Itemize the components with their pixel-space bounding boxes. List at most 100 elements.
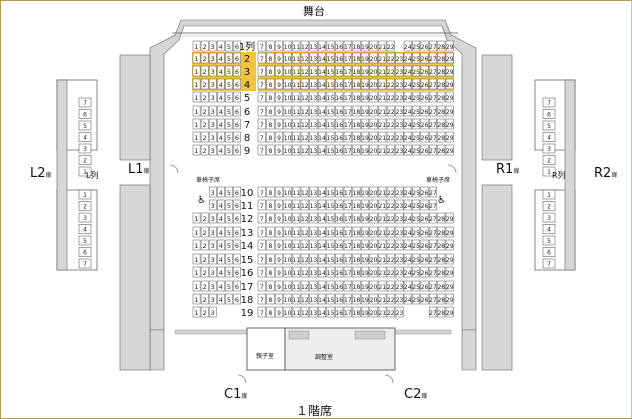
seat-number: 12 bbox=[301, 44, 309, 51]
hall-wall bbox=[149, 19, 477, 331]
seat-number: 3 bbox=[211, 94, 215, 102]
seat-row19 bbox=[445, 306, 454, 318]
seat-row14 bbox=[257, 239, 266, 251]
seat-row15 bbox=[233, 253, 241, 265]
seat-number: 24 bbox=[404, 243, 412, 250]
seat-row5 bbox=[192, 91, 201, 103]
seat-number: 18 bbox=[353, 95, 361, 102]
seat-number: 11 bbox=[292, 216, 300, 223]
seat-row6 bbox=[225, 105, 233, 117]
seat-number: 26 bbox=[421, 44, 429, 51]
seat-row12 bbox=[274, 212, 284, 224]
seat-number: 24 bbox=[404, 56, 412, 63]
seat-row10 bbox=[309, 186, 318, 198]
seat-number: 28 bbox=[437, 135, 445, 142]
seat-number: 25 bbox=[412, 95, 420, 102]
seat-row4 bbox=[335, 78, 344, 90]
seat-row18 bbox=[437, 293, 446, 305]
row-label-9: 9 bbox=[244, 146, 250, 157]
seat-row9 bbox=[300, 144, 309, 156]
seat-row3 bbox=[200, 65, 209, 77]
seat-row12 bbox=[412, 212, 421, 224]
seat-row16 bbox=[233, 266, 241, 278]
seat-number: 26 bbox=[421, 284, 429, 291]
seat-row2 bbox=[343, 52, 352, 64]
seat-number: 4 bbox=[219, 43, 223, 51]
seat-number: 16 bbox=[335, 203, 343, 210]
seat-row14 bbox=[352, 239, 361, 251]
row-label-14: 14 bbox=[241, 241, 254, 252]
seat-row3 bbox=[233, 65, 241, 77]
seat-row11 bbox=[225, 199, 233, 211]
seat-number: 7 bbox=[260, 109, 264, 116]
seat-number: 1 bbox=[194, 215, 198, 223]
seat-row9 bbox=[257, 144, 266, 156]
seat-number: 7 bbox=[260, 122, 264, 129]
seat-number: 8 bbox=[268, 190, 272, 197]
seat-row7 bbox=[217, 118, 225, 130]
seat-number: 3 bbox=[211, 283, 215, 291]
l-box-seat-number: 7 bbox=[83, 100, 87, 107]
seat-row15 bbox=[266, 253, 275, 265]
seat-row11 bbox=[292, 199, 301, 211]
seat-row7 bbox=[309, 118, 318, 130]
seat-row4 bbox=[412, 78, 421, 90]
seat-number: 10 bbox=[284, 257, 292, 264]
seat-number: 29 bbox=[446, 82, 454, 89]
seat-row6 bbox=[395, 105, 404, 117]
seat-row7 bbox=[437, 118, 446, 130]
seat-row13 bbox=[403, 226, 412, 238]
seat-row3 bbox=[369, 65, 378, 77]
door-swing bbox=[447, 164, 457, 174]
seat-row3 bbox=[378, 65, 387, 77]
seat-number: 19 bbox=[361, 95, 369, 102]
seat-number: 25 bbox=[412, 230, 420, 237]
seat-row3 bbox=[352, 65, 361, 77]
seat-row7 bbox=[292, 118, 301, 130]
seat-row5 bbox=[266, 91, 275, 103]
seat-number: 1 bbox=[194, 256, 198, 264]
seat-row19 bbox=[192, 306, 201, 318]
seat-row4 bbox=[343, 78, 352, 90]
seat-number: 20 bbox=[370, 95, 378, 102]
seat-number: 24 bbox=[404, 148, 412, 155]
seat-number: 21 bbox=[378, 69, 386, 76]
door-swing bbox=[169, 164, 179, 174]
seat-row16 bbox=[386, 266, 395, 278]
seat-row3 bbox=[326, 65, 335, 77]
seat-row1 bbox=[283, 40, 292, 52]
aisle-r-label: R列 bbox=[552, 171, 566, 180]
seat-row18 bbox=[395, 293, 404, 305]
seat-row17 bbox=[445, 280, 454, 292]
seat-row4 bbox=[217, 78, 225, 90]
wheelchair-icon: ♿ bbox=[437, 195, 446, 206]
seat-row15 bbox=[225, 253, 233, 265]
seat-row2 bbox=[369, 52, 378, 64]
seat-number: 9 bbox=[277, 230, 281, 237]
seat-row17 bbox=[420, 280, 429, 292]
seat-number: 20 bbox=[370, 297, 378, 304]
row-label-19: 19 bbox=[241, 308, 254, 319]
seat-number: 14 bbox=[318, 122, 326, 129]
seat-row1 bbox=[317, 40, 327, 52]
seat-row9 bbox=[283, 144, 292, 156]
seat-number: 11 bbox=[292, 243, 300, 250]
seat-row2 bbox=[360, 52, 370, 64]
seat-row9 bbox=[317, 144, 327, 156]
r-box-seat bbox=[542, 247, 556, 257]
seat-row4 bbox=[300, 78, 309, 90]
seat-number: 24 bbox=[404, 44, 412, 51]
seat-number: 1 bbox=[194, 68, 198, 76]
seat-number: 17 bbox=[344, 56, 352, 63]
seat-row6 bbox=[257, 105, 266, 117]
seat-row14 bbox=[343, 239, 352, 251]
seat-number: 24 bbox=[404, 203, 412, 210]
seat-row8 bbox=[208, 131, 217, 143]
seat-row1 bbox=[352, 40, 361, 52]
seat-number: 9 bbox=[277, 270, 281, 277]
seat-number: 5 bbox=[227, 81, 231, 89]
seat-number: 7 bbox=[260, 148, 264, 155]
seat-number: 8 bbox=[268, 95, 272, 102]
seat-number: 8 bbox=[268, 203, 272, 210]
seat-number: 19 bbox=[361, 135, 369, 142]
